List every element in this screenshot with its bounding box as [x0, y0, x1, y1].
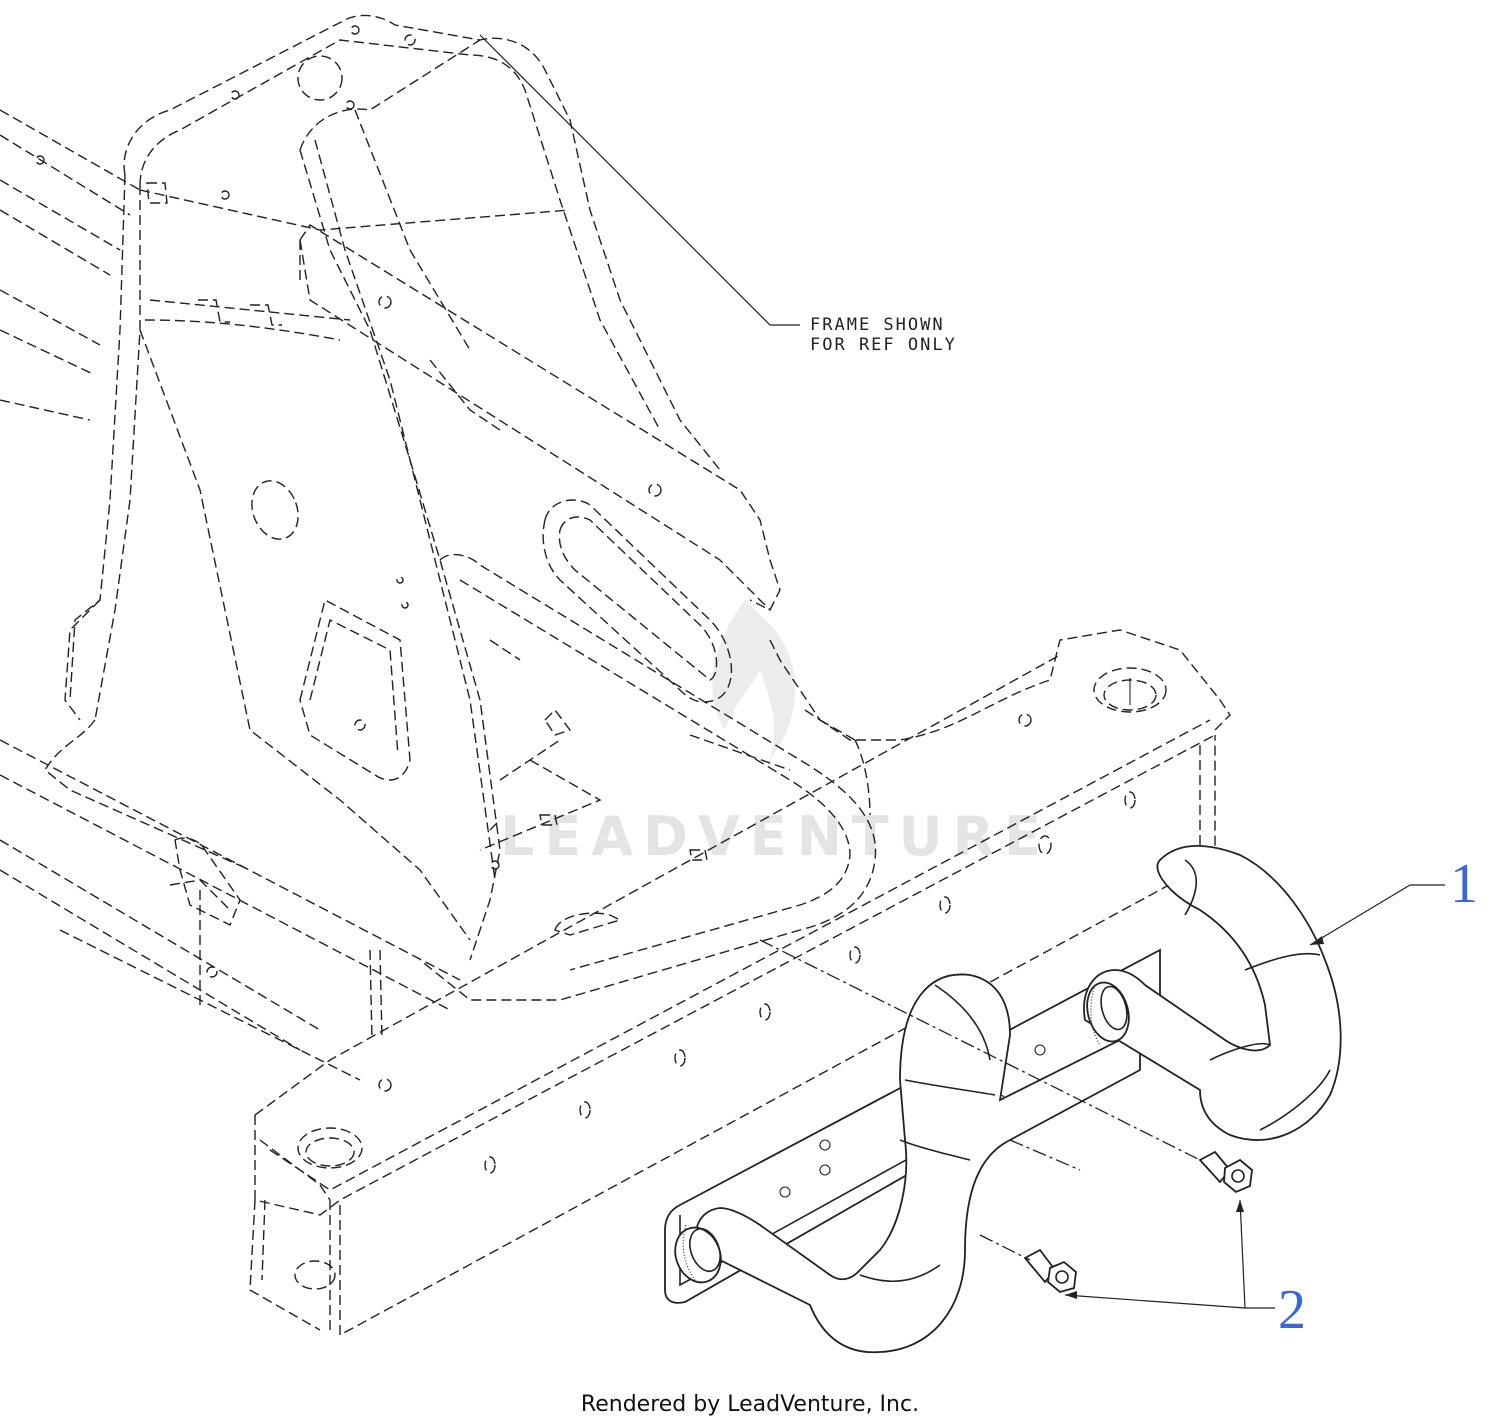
frame-reference: [0, 14, 1231, 1081]
front-cross-beam: [249, 654, 1216, 1337]
front-bumper-part-1: [664, 845, 1342, 1353]
note-line-2: FOR REF ONLY: [810, 335, 957, 355]
note-line-1: FRAME SHOWN: [810, 315, 945, 335]
bolts-part-2: [1023, 1150, 1253, 1293]
bolt-upper: [1198, 1150, 1253, 1194]
callout-1[interactable]: 1: [1309, 853, 1478, 946]
assembly-centerlines: [759, 939, 1201, 1261]
render-credit: Rendered by LeadVenture, Inc.: [580, 1392, 920, 1417]
callout-2[interactable]: 2: [1064, 1199, 1306, 1341]
watermark-logo-icon: [712, 600, 796, 760]
bolt-lower: [1023, 1248, 1077, 1293]
watermark-text: LEADVENTURE: [500, 805, 1051, 868]
frame-note: FRAME SHOWN FOR REF ONLY: [479, 34, 957, 355]
callout-2-label: 2: [1278, 1279, 1306, 1341]
callout-1-label: 1: [1450, 853, 1478, 915]
watermark: LEADVENTURE: [500, 600, 1051, 868]
